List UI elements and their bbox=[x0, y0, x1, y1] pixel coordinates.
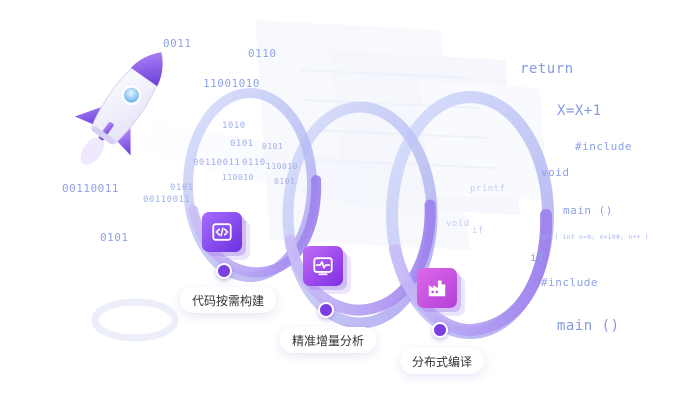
code-text: void bbox=[446, 219, 470, 229]
stage1-label: 代码按需构建 bbox=[180, 287, 277, 313]
code-brackets-icon bbox=[212, 223, 232, 241]
code-text: main () bbox=[563, 204, 613, 217]
binary-text: 110010 bbox=[222, 173, 254, 182]
pulse-monitor-icon bbox=[313, 257, 333, 276]
binary-text: 0101 bbox=[274, 177, 296, 186]
code-text: return bbox=[520, 61, 574, 77]
binary-text: 11001010 bbox=[203, 77, 260, 90]
binary-text: 00110011 bbox=[193, 158, 241, 168]
binary-text: 00110011 bbox=[143, 195, 191, 205]
code-text: if bbox=[472, 226, 484, 236]
binary-text: 1010 bbox=[222, 121, 246, 131]
stage1-marker bbox=[216, 263, 232, 279]
code-text: if bbox=[530, 251, 545, 264]
stage2-label: 精准增量分析 bbox=[280, 327, 377, 353]
factory-icon bbox=[428, 280, 446, 297]
binary-text: 0101 bbox=[230, 139, 254, 149]
code-text: #include bbox=[575, 140, 632, 153]
analysis-card bbox=[303, 246, 343, 286]
binary-text: 00110011 bbox=[62, 182, 119, 195]
binary-text: 0110 bbox=[242, 158, 266, 168]
stage3-marker bbox=[432, 322, 448, 338]
compile-card bbox=[417, 268, 457, 308]
binary-text: 0101 bbox=[262, 142, 284, 151]
binary-text: 0011 bbox=[163, 37, 192, 50]
stage3-label: 分布式编译 bbox=[400, 348, 485, 374]
binary-text: 0101 bbox=[170, 183, 194, 193]
binary-text: 0101 bbox=[100, 231, 129, 244]
code-text: #include bbox=[541, 276, 598, 289]
code-card bbox=[202, 212, 242, 252]
code-text: void bbox=[541, 166, 570, 179]
binary-text: 0110 bbox=[248, 47, 277, 60]
stage2-marker bbox=[318, 302, 334, 318]
binary-text: 110010 bbox=[266, 162, 298, 171]
code-text: X=X+1 bbox=[557, 103, 602, 119]
code-text: for ( int n=0; n<100; n++ ) bbox=[538, 234, 650, 241]
code-text: printf bbox=[470, 184, 506, 194]
code-text: main () bbox=[557, 318, 620, 334]
